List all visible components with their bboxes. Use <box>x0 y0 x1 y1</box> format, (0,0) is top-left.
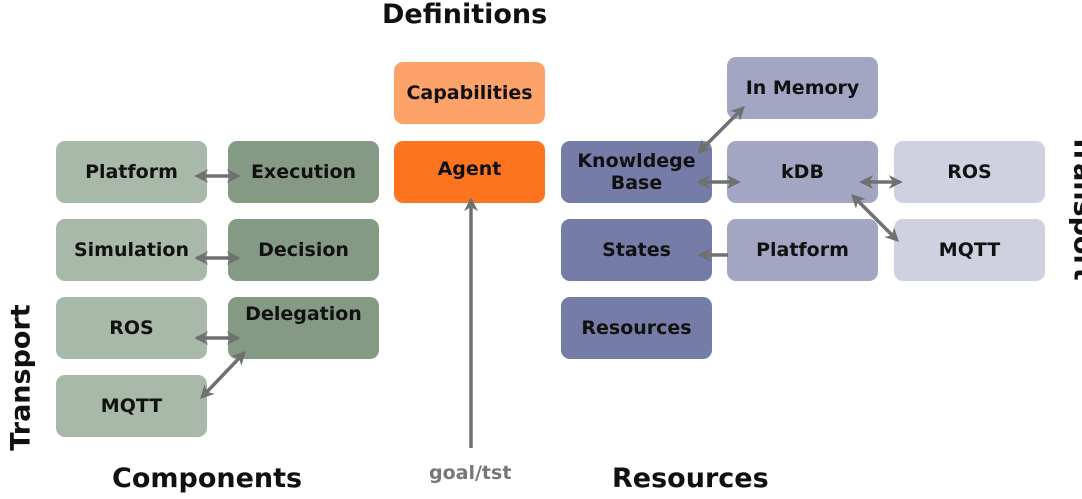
definitions-title: Definitions <box>382 0 548 30</box>
components-title: Components <box>112 463 303 494</box>
component-decision: Decision <box>228 219 379 281</box>
definition-agent: Agent <box>394 141 545 203</box>
resource-kdb: kDB <box>727 141 878 203</box>
component-simulation: Simulation <box>56 219 207 281</box>
definition-capabilities: Capabilities <box>394 62 545 124</box>
resources-title: Resources <box>612 463 769 494</box>
arrow-kdb-mqtt <box>851 194 899 242</box>
arrow-kb-inmemory <box>697 106 745 154</box>
resource-knowledge-base: Knowldege Base <box>561 141 712 203</box>
resource-in-memory: In Memory <box>727 57 878 119</box>
resource-ros: ROS <box>894 141 1045 203</box>
component-ros: ROS <box>56 297 207 359</box>
arrow-mqtt-delegation <box>200 350 246 400</box>
component-platform: Platform <box>56 141 207 203</box>
component-delegation: Delegation <box>228 297 379 359</box>
resource-states: States <box>561 219 712 281</box>
component-mqtt: MQTT <box>56 375 207 437</box>
resource-mqtt: MQTT <box>894 219 1045 281</box>
component-execution: Execution <box>228 141 379 203</box>
goal-label: goal/tst <box>429 462 512 484</box>
resource-resources: Resources <box>561 297 712 359</box>
